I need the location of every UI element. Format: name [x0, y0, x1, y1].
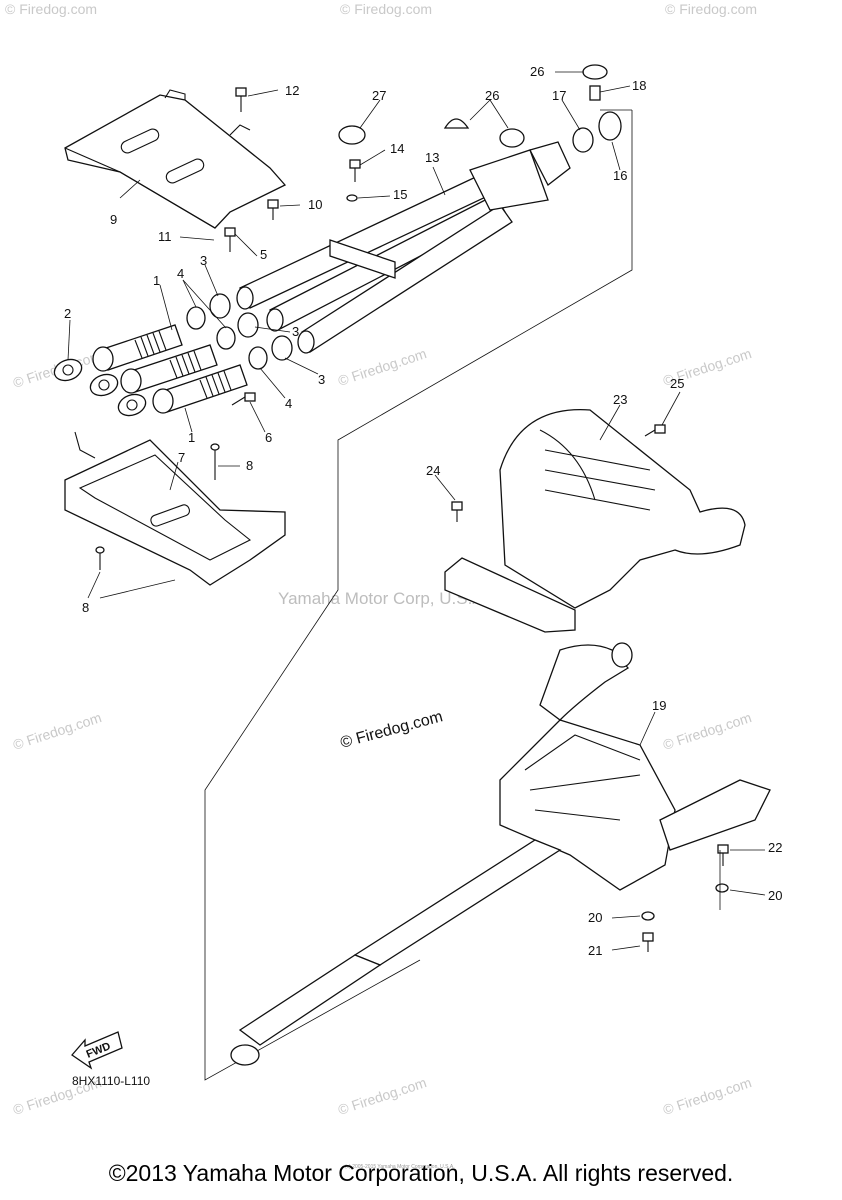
exhaust-pipe-assemblies: [53, 293, 293, 417]
assembly-outline: [204, 109, 633, 1081]
callout-19: 19: [652, 698, 666, 713]
callout-26-b: 26: [530, 64, 544, 79]
callout-1-a: 1: [153, 273, 160, 288]
callout-17: 17: [552, 88, 566, 103]
callout-2: 2: [64, 306, 71, 321]
callout-5: 5: [260, 247, 267, 262]
callout-24: 24: [426, 463, 440, 478]
callout-8-b: 8: [82, 600, 89, 615]
muffler: [230, 642, 771, 1066]
callout-18: 18: [632, 78, 646, 93]
callout-3-a: 3: [200, 253, 207, 268]
watermark-layer: © Firedog.com © Firedog.com © Firedog.co…: [5, 1, 757, 1170]
watermark-yamaha: Yamaha Motor Corp, U.S.A.: [278, 589, 488, 608]
watermark-left-2: © Firedog.com: [11, 709, 103, 753]
watermark-right-3: © Firedog.com: [661, 1074, 753, 1118]
callout-22: 22: [768, 840, 782, 855]
watermark-right-2: © Firedog.com: [661, 709, 753, 753]
callout-23: 23: [613, 392, 627, 407]
callout-10: 10: [308, 197, 322, 212]
callout-6: 6: [265, 430, 272, 445]
watermark-top-left: © Firedog.com: [5, 1, 97, 17]
outlet-fittings: [338, 64, 622, 153]
callout-21: 21: [588, 943, 602, 958]
muffler-cover: [444, 409, 746, 633]
tiny-copyright: (c) 2005-2015 Yamaha Motor Corporation, …: [345, 1164, 455, 1170]
watermark-firedog-center: © Firedog.com: [339, 708, 445, 752]
callout-25: 25: [670, 376, 684, 391]
callout-3-b: 3: [292, 324, 299, 339]
fasteners: [95, 87, 729, 952]
watermark-top-center: © Firedog.com: [340, 1, 432, 17]
callout-27-a: 27: [372, 88, 386, 103]
callout-13: 13: [425, 150, 439, 165]
upper-heat-shield: [64, 89, 287, 229]
copyright-footer: ©2013 Yamaha Motor Corporation, U.S.A. A…: [108, 1160, 734, 1186]
watermark-top-right: © Firedog.com: [665, 1, 757, 17]
callout-4-b: 4: [285, 396, 292, 411]
exhaust-pipe-2: [236, 141, 571, 354]
fwd-arrow: FWD: [71, 1031, 123, 1070]
watermark-mid-3: © Firedog.com: [336, 1074, 428, 1118]
callout-15: 15: [393, 187, 407, 202]
callout-3-c: 3: [318, 372, 325, 387]
callout-7: 7: [178, 450, 185, 465]
callout-12: 12: [285, 83, 299, 98]
callout-20-b: 20: [588, 910, 602, 925]
callout-8-a: 8: [246, 458, 253, 473]
watermark-mid-1: © Firedog.com: [336, 345, 428, 389]
callout-labels: 12 10 11 5 9 27 14 15 13 26 26 17 18 16 …: [64, 64, 782, 958]
callout-14: 14: [390, 141, 404, 156]
callout-9: 9: [110, 212, 117, 227]
diagram-code: 8HX1110-L110: [72, 1074, 150, 1088]
lower-heat-shield: [64, 431, 286, 586]
callout-4-a: 4: [177, 266, 184, 281]
callout-20-a: 20: [768, 888, 782, 903]
callout-11: 11: [158, 229, 172, 244]
leader-lines: [67, 71, 766, 951]
callout-1-b: 1: [188, 430, 195, 445]
callout-26-a: 26: [485, 88, 499, 103]
callout-16: 16: [613, 168, 627, 183]
